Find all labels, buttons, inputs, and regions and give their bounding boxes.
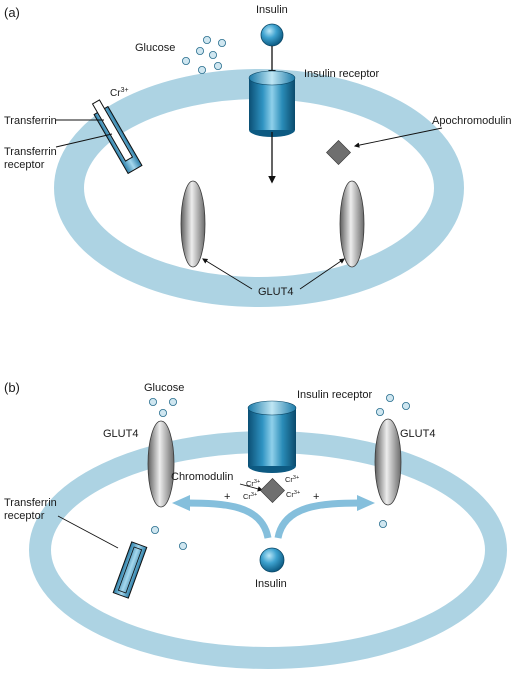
transferrin (91, 99, 134, 162)
cr3-ion: Cr3+ (243, 492, 257, 501)
glut4-label-left: GLUT4 (103, 428, 138, 440)
glucose-dot (181, 57, 190, 66)
glucose-molecules (148, 393, 410, 551)
insulin-receptor (248, 70, 296, 137)
cr3-ion: Cr3+ (246, 479, 260, 488)
cr3-ion: Cr3+ (286, 490, 300, 499)
glucose-dot (385, 393, 394, 402)
glut4-transporter (147, 420, 175, 508)
cr3-label: Cr3+ (110, 87, 129, 99)
glut4-transporter (374, 418, 402, 506)
glucose-label: Glucose (135, 42, 175, 54)
insulin-label: Insulin (255, 578, 287, 590)
activation-arrow-left (185, 499, 272, 539)
plus-sign-right: + (313, 491, 319, 503)
chromodulin (260, 478, 285, 503)
glucose-dot (208, 51, 217, 60)
insulin-receptor-label: Insulin receptor (304, 68, 380, 80)
glucose-molecules (181, 36, 226, 75)
transferrin-receptor (91, 99, 143, 175)
transferrin-label: Transferrin (4, 115, 57, 127)
transferrin-receptor-leader (55, 133, 113, 148)
glucose-dot (195, 47, 204, 56)
glucose-dot (178, 542, 187, 551)
glucose-dot (202, 36, 211, 45)
chromodulin-label: Chromodulin (171, 471, 233, 483)
transferrin-receptor-label-1: Transferrin (4, 497, 57, 509)
transferrin-receptor-label-2: receptor (4, 159, 45, 171)
panel-b: (b) Glucose Insulin receptor GLUT4 GLUT (4, 380, 507, 669)
glucose-dot (213, 62, 222, 71)
insulin-receptor (247, 400, 297, 473)
insulin-label: Insulin (256, 4, 288, 16)
insulin-molecule (260, 23, 284, 47)
glut4-transporter (180, 180, 206, 268)
glucose-dot (401, 401, 410, 410)
glucose-label: Glucose (144, 382, 184, 394)
transferrin-receptor-label-2: receptor (4, 510, 45, 522)
plus-sign-left: + (224, 491, 230, 503)
glucose-dot (168, 397, 177, 406)
transferrin-receptor-label-1: Transferrin (4, 146, 57, 158)
panel-a: (a) Insulin Glucose Insulin receptor (4, 4, 512, 307)
glut4-label-right: GLUT4 (400, 428, 435, 440)
activation-arrowhead-left (172, 495, 190, 511)
cr3-ion: Cr3+ (285, 475, 299, 484)
glucose-dot (150, 526, 159, 535)
glut4-transporter (339, 180, 365, 268)
apochromodulin-label: Apochromodulin (432, 115, 512, 127)
glucose-dot (158, 408, 167, 417)
apochromodulin-leader (353, 127, 443, 148)
chromodulin-leader (239, 483, 264, 492)
glut4-leader-right (299, 258, 345, 290)
insulin-receptor-label: Insulin receptor (297, 389, 373, 401)
glucose-dot (217, 39, 226, 48)
glucose-dot (375, 407, 384, 416)
transferrin-receptor (112, 541, 148, 599)
glucose-dot (197, 66, 206, 75)
activation-arrow-right (274, 499, 362, 539)
glucose-dot (148, 397, 157, 406)
chromium-ions: Cr3+ Cr3+ Cr3+ Cr3+ (243, 475, 300, 501)
activation-arrowhead-right (357, 495, 375, 511)
glut4-leader-left (202, 258, 253, 290)
glut4-label: GLUT4 (258, 286, 293, 298)
transferrin-receptor-leader (57, 515, 119, 549)
insulin-molecule (259, 547, 285, 573)
glucose-dot (378, 520, 387, 529)
apochromodulin (326, 140, 351, 165)
panel-a-tag: (a) (4, 5, 20, 20)
panel-b-tag: (b) (4, 380, 20, 395)
